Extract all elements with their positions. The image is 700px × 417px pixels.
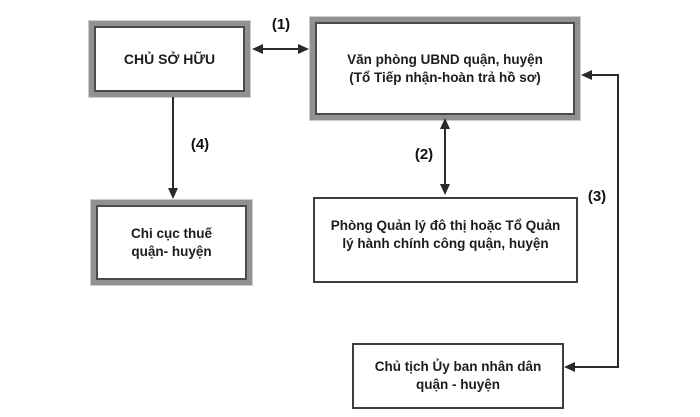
arrow-1-right-head-icon: [298, 44, 309, 54]
arrow-3-label: (3): [587, 188, 607, 205]
arrow-1-label: (1): [271, 16, 291, 33]
box-chu-tich-uy-ban: Chủ tịch Ủy ban nhân dân quận - huyện: [352, 343, 564, 409]
arrow-2-down-head-icon: [440, 184, 450, 195]
connector-3-bottom-line: [571, 366, 619, 368]
connector-3-vertical-line: [617, 74, 619, 368]
arrow-2-label: (2): [414, 146, 434, 163]
arrow-4-label: (4): [190, 136, 210, 153]
arrow-1-left-head-icon: [252, 44, 263, 54]
connector-3-bottom-head-icon: [564, 362, 575, 372]
box-chu-tich-uy-ban-line1: Chủ tịch Ủy ban nhân dân: [374, 359, 542, 375]
box-chu-tich-uy-ban-line2: quận - huyện: [416, 377, 500, 392]
connector-3-top-line: [588, 74, 619, 76]
box-chi-cuc-thue: Chi cục thuế quận- huyện: [90, 199, 253, 286]
box-phong-quan-ly-do-thi: Phòng Quản lý đô thị hoặc Tổ Quản lý hàn…: [313, 197, 578, 283]
box-van-phong-ubnd-line2: (Tổ Tiếp nhận-hoàn trả hồ sơ): [349, 69, 541, 85]
arrow-4-line: [172, 97, 174, 190]
box-van-phong-ubnd: Văn phòng UBND quận, huyện (Tổ Tiếp nhận…: [309, 16, 581, 121]
box-phong-quan-ly-do-thi-line1: Phòng Quản lý đô thị hoặc Tổ Quản: [330, 218, 561, 233]
box-chu-so-huu-label: CHỦ SỞ HỮU: [123, 50, 216, 67]
box-chi-cuc-thue-line1: Chi cục thuế: [130, 225, 212, 241]
connector-3-top-head-icon: [581, 70, 592, 80]
box-chu-so-huu: CHỦ SỞ HỮU: [88, 20, 251, 98]
arrow-2-up-head-icon: [440, 118, 450, 129]
arrow-1-line: [260, 48, 301, 50]
box-phong-quan-ly-do-thi-line2: lý hành chính công quận, huyện: [342, 235, 549, 251]
box-van-phong-ubnd-line1: Văn phòng UBND quận, huyện: [347, 51, 543, 67]
arrow-2-line: [444, 126, 446, 188]
arrow-4-down-head-icon: [168, 188, 178, 199]
box-chi-cuc-thue-line2: quận- huyện: [131, 243, 212, 259]
